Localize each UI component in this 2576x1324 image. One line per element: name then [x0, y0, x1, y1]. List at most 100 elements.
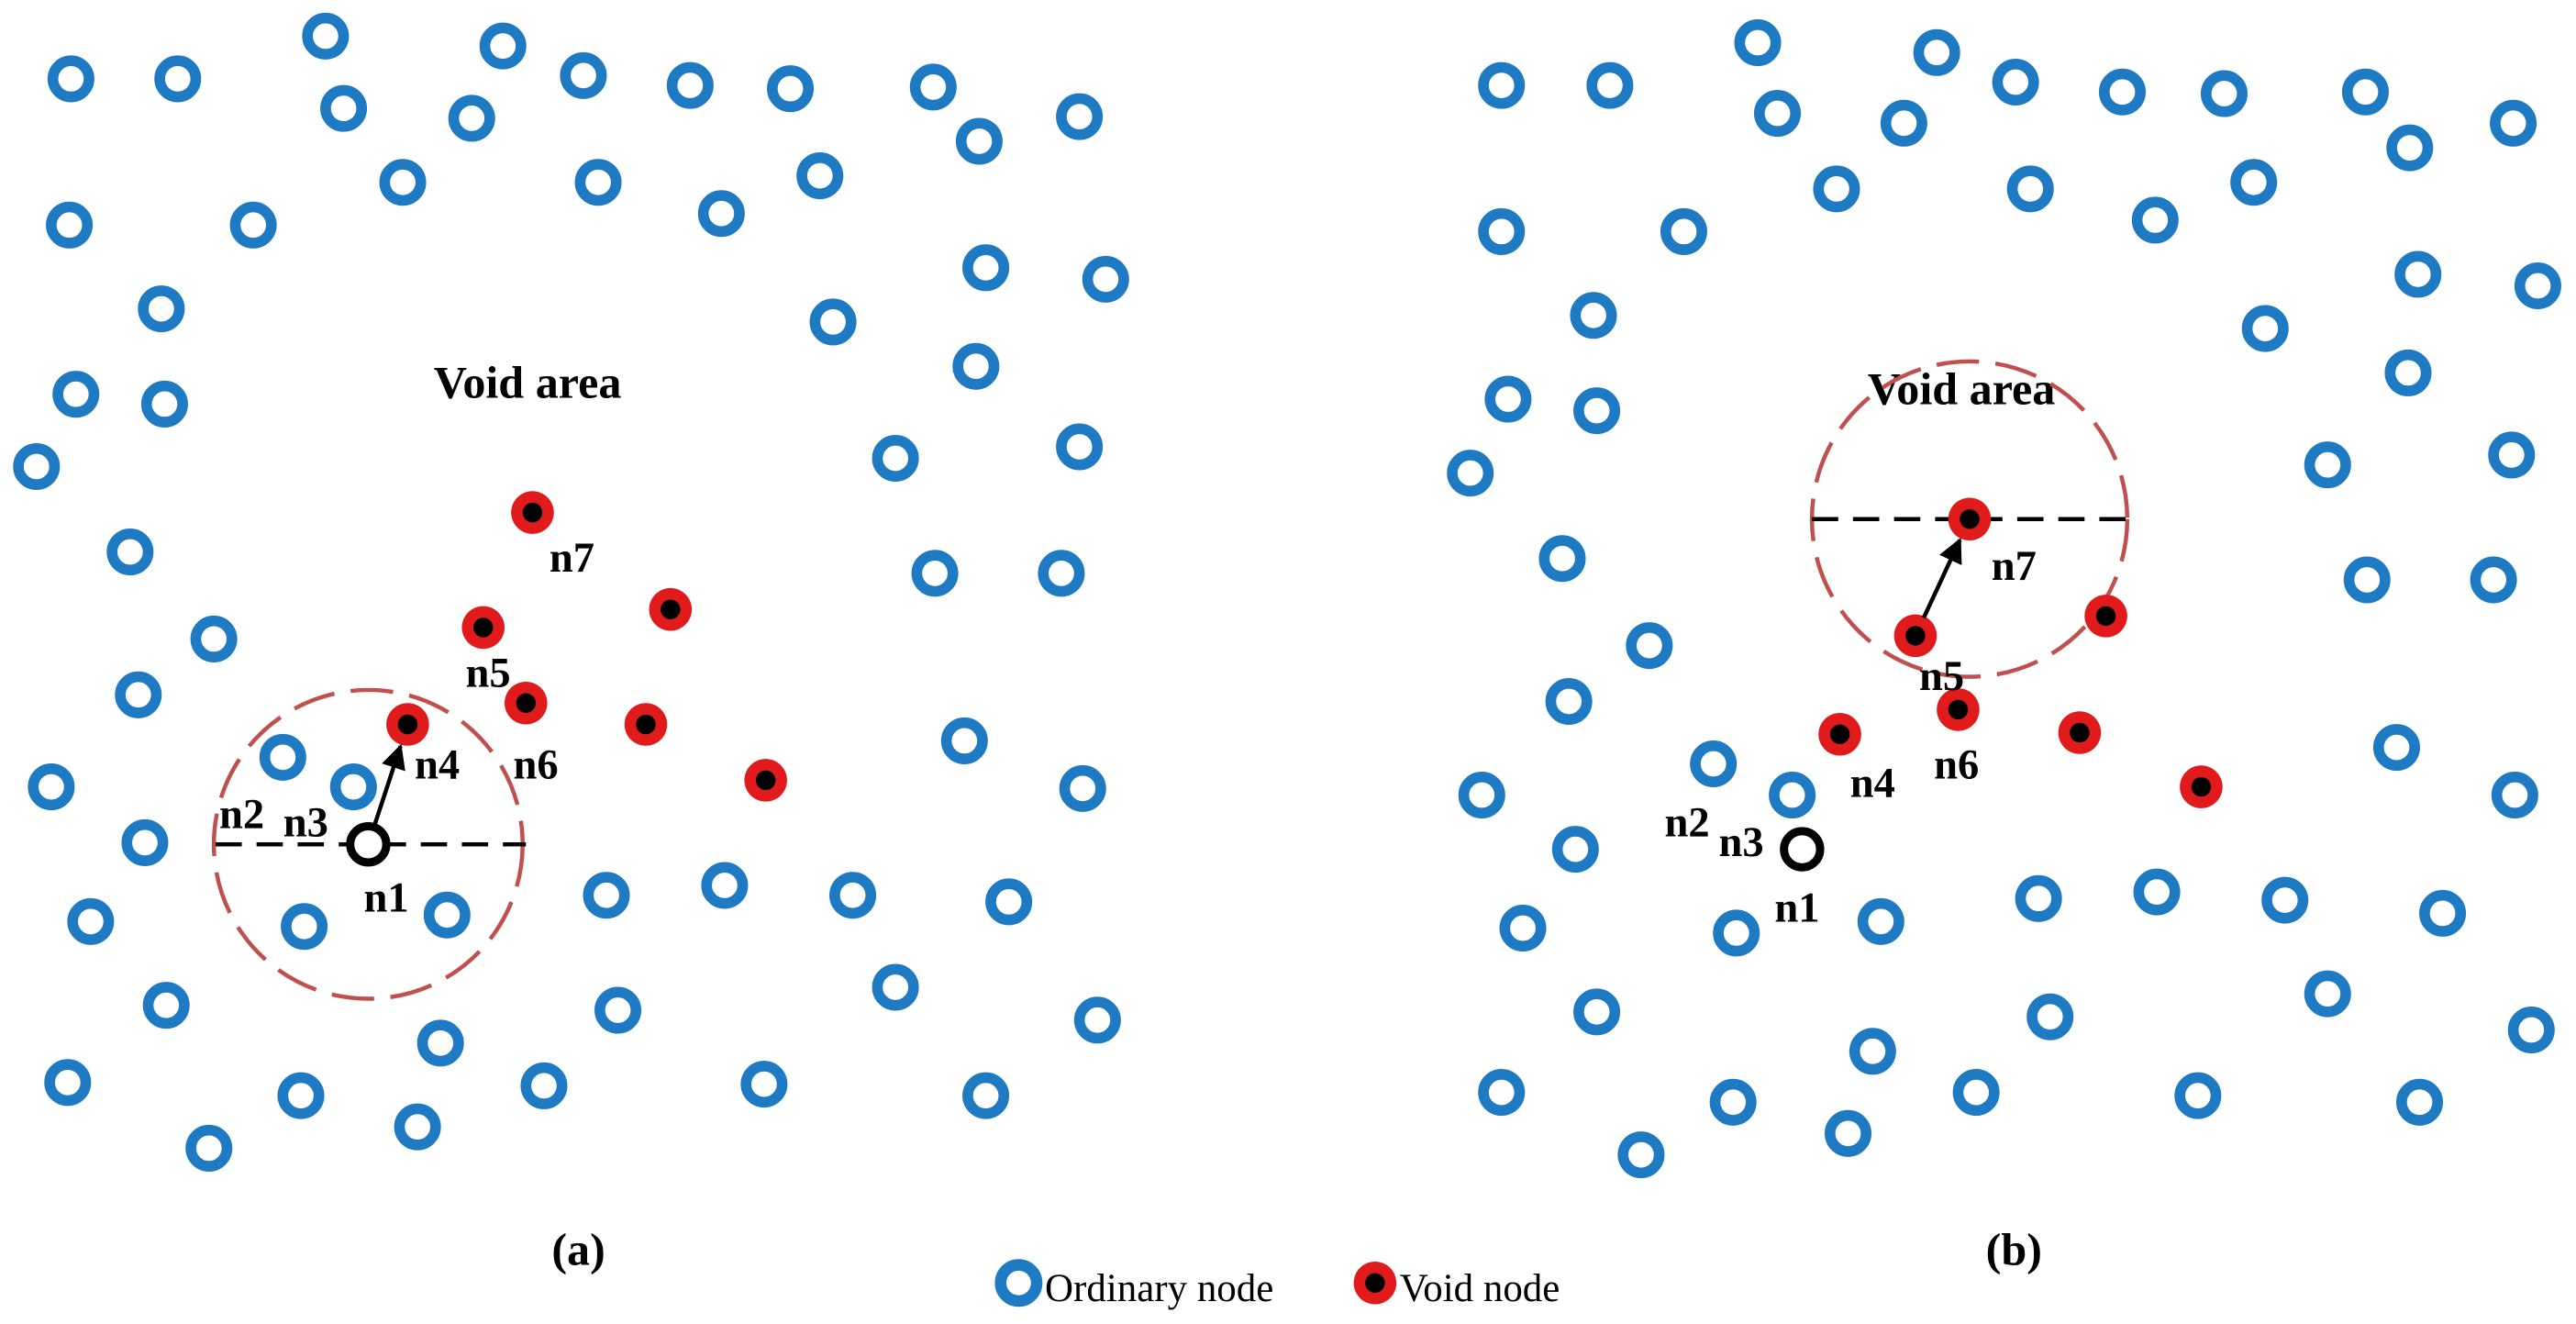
- void-node: [2084, 595, 2127, 638]
- ordinary-node: [423, 891, 471, 939]
- ordinary-node: [2131, 196, 2179, 244]
- ordinary-node: [2490, 99, 2537, 147]
- ordinary-node: [1769, 772, 1816, 819]
- forwarding-arrow: [1921, 538, 1962, 619]
- ordinary-node: [560, 51, 607, 99]
- ordinary-node: [281, 903, 328, 951]
- ordinary-node: [1952, 1069, 2000, 1117]
- ordinary-node: [583, 872, 630, 919]
- ordinary-node: [277, 1072, 325, 1119]
- ordinary-node: [1734, 19, 1782, 67]
- ordinary-node: [44, 1059, 92, 1107]
- ordinary-node: [2488, 431, 2536, 479]
- ordinary-node: [379, 159, 427, 206]
- ordinary-node: [1573, 988, 1621, 1036]
- ordinary-node: [1849, 1028, 1896, 1075]
- void-node: [2058, 711, 2102, 754]
- panel-a-caption: (a): [551, 1224, 605, 1275]
- ordinary-node: [952, 342, 1000, 390]
- void-node: [1818, 713, 1861, 756]
- current-node: [346, 822, 391, 867]
- ordinary-node: [2026, 993, 2074, 1040]
- ordinary-node: [2241, 305, 2289, 352]
- node-label-n3: n3: [283, 799, 328, 846]
- node-label-n3: n3: [1719, 819, 1764, 866]
- legend-void-node-dot: [1365, 1273, 1385, 1293]
- ordinary-node: [67, 897, 115, 945]
- node-label-n6: n6: [1934, 742, 1979, 789]
- ordinary-node: [1478, 207, 1526, 255]
- ordinary-node: [1573, 387, 1621, 435]
- ordinary-node: [448, 95, 495, 142]
- ordinary-node: [185, 1124, 233, 1172]
- ordinary-node: [106, 528, 154, 576]
- void-node: [2180, 765, 2223, 808]
- ordinary-node: [1056, 93, 1104, 140]
- ordinary-node: [2098, 68, 2146, 116]
- ordinary-node: [1551, 826, 1599, 873]
- ordinary-node: [872, 434, 919, 483]
- ordinary-node: [962, 1072, 1010, 1119]
- ordinary-node: [394, 1103, 441, 1151]
- ordinary-node: [302, 12, 350, 60]
- ordinary-node: [1038, 550, 1085, 597]
- void-node: [744, 759, 787, 802]
- ordinary-node: [767, 65, 815, 113]
- void-node: [624, 703, 668, 746]
- ordinary-node: [574, 159, 622, 206]
- node-label-n5: n5: [466, 650, 511, 696]
- ordinary-node: [1478, 61, 1526, 109]
- void-node: [386, 703, 429, 746]
- ordinary-node: [2230, 159, 2278, 206]
- ordinary-node: [2507, 1007, 2555, 1054]
- ordinary-node: [1709, 1078, 1757, 1126]
- ordinary-node: [1626, 622, 1673, 670]
- node-label-n5: n5: [1919, 653, 1964, 700]
- ordinary-node: [329, 763, 377, 811]
- ordinary-node: [740, 1061, 788, 1108]
- ordinary-node: [259, 733, 306, 781]
- node-label-n4: n4: [1850, 760, 1895, 807]
- ordinary-node: [154, 55, 202, 103]
- ordinary-node: [1447, 450, 1494, 497]
- node-label-n6: n6: [513, 742, 558, 789]
- node-label-n2: n2: [219, 791, 264, 838]
- ordinary-node: [1458, 772, 1505, 819]
- ordinary-node: [955, 117, 1003, 165]
- void-node: [1893, 614, 1938, 658]
- ordinary-node: [1499, 905, 1547, 952]
- ordinary-node: [1586, 61, 1634, 109]
- ordinary-node: [872, 963, 919, 1011]
- node-label-n7: n7: [550, 535, 594, 582]
- ordinary-node: [47, 55, 94, 103]
- ordinary-node: [2015, 874, 2062, 922]
- legend-ordinary-label: Ordinary node: [1045, 1267, 1273, 1310]
- ordinary-node: [140, 380, 188, 428]
- current-node: [1780, 827, 1825, 872]
- ordinary-node: [796, 152, 844, 200]
- ordinary-node: [1478, 1069, 1526, 1117]
- ordinary-node: [2386, 124, 2434, 172]
- ordinary-node: [809, 298, 857, 346]
- ordinary-node: [2343, 556, 2391, 604]
- ordinary-node: [2304, 970, 2351, 1018]
- ordinary-node: [962, 244, 1010, 292]
- ordinary-node: [2341, 68, 2389, 116]
- panel-b-caption: (b): [1986, 1224, 2042, 1275]
- ordinary-node: [2200, 70, 2248, 117]
- ordinary-node: [2396, 1078, 2444, 1126]
- ordinary-node: [1913, 28, 1960, 76]
- ordinary-node: [701, 862, 749, 909]
- ordinary-node: [2384, 349, 2432, 396]
- ordinary-node: [52, 371, 100, 418]
- ordinary-node: [829, 872, 877, 919]
- node-label-n2: n2: [1664, 799, 1709, 846]
- ordinary-node: [697, 190, 745, 238]
- ordinary-node: [2261, 876, 2309, 924]
- ordinary-node: [1073, 996, 1121, 1044]
- ordinary-node: [320, 84, 368, 132]
- void-node: [1937, 688, 1980, 731]
- ordinary-node: [1570, 292, 1617, 339]
- ordinary-node: [666, 61, 714, 109]
